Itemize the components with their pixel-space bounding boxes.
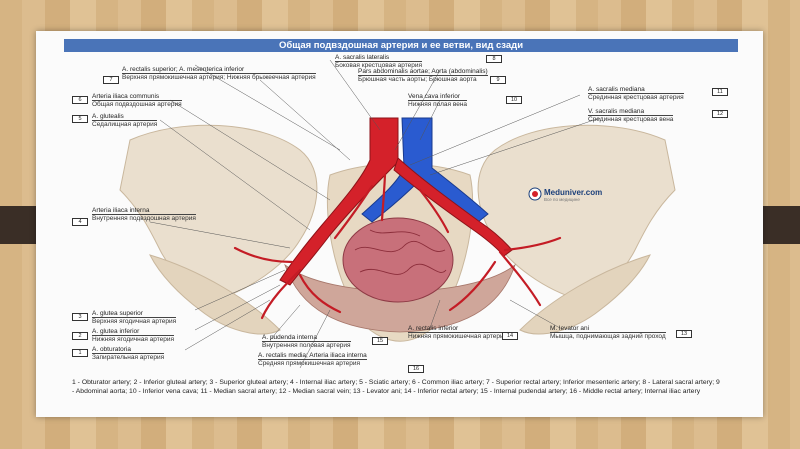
num-3: 3: [72, 313, 88, 321]
right-ilium: [477, 124, 676, 301]
left-pubis: [149, 254, 281, 335]
num-5: 5: [72, 115, 88, 123]
right-common-iliac-artery: [393, 157, 513, 257]
meduniver-logo: Meduniver.com Все по медицине: [528, 187, 602, 206]
num-1: 1: [72, 349, 88, 357]
num-4: 4: [72, 218, 88, 226]
num-10: 10: [506, 96, 522, 104]
logo-tagline: Все по медицине: [544, 197, 580, 202]
num-14: 14: [502, 332, 518, 340]
num-7: 7: [103, 76, 119, 84]
left-ilium: [119, 124, 318, 301]
logo-icon: [528, 187, 542, 201]
num-12: 12: [712, 110, 728, 118]
artery-branches: [233, 173, 562, 320]
label-superior-rectal: A. rectalis superior; A. mesenterica inf…: [122, 66, 316, 81]
label-abdominal-aorta: Pars abdominalis aortae; Aorta (abdomina…: [358, 68, 488, 83]
figure-legend: 1 - Obturator artery; 2 - Inferior glute…: [72, 379, 720, 395]
num-9: 9: [490, 76, 506, 84]
num-16: 16: [408, 365, 424, 373]
rectum: [342, 217, 454, 303]
leader-lines: [149, 59, 601, 369]
label-middle-rectal: A. rectalis media; Arteria iliaca intern…: [258, 352, 367, 367]
num-6: 6: [72, 96, 88, 104]
num-13: 13: [676, 330, 692, 338]
logo-name: Meduniver.com: [544, 188, 603, 197]
right-pubis: [519, 254, 651, 335]
num-15: 15: [372, 337, 388, 345]
num-11: 11: [712, 88, 728, 96]
num-2: 2: [72, 332, 88, 340]
page-title: Общая подвздошная артерия и ее ветви, ви…: [64, 39, 738, 52]
num-8: 8: [486, 55, 502, 63]
